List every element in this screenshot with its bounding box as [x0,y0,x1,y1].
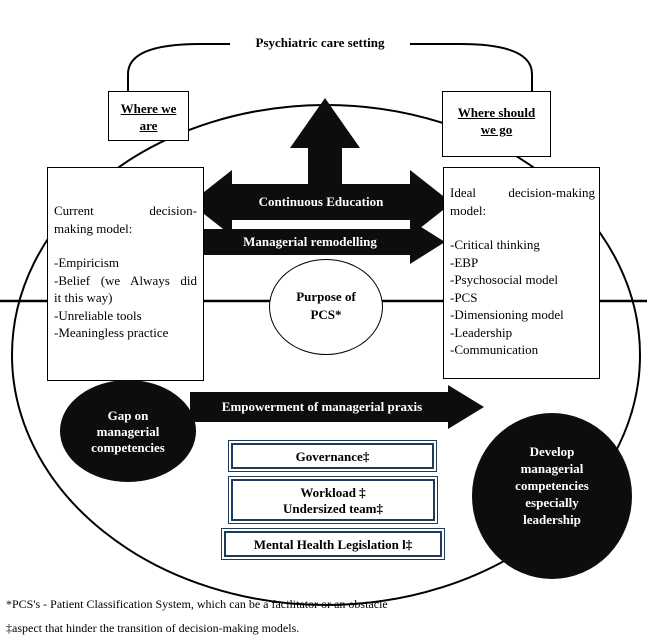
ideal-model-item: -Dimensioning model [450,307,564,322]
governance-barrier: Governance‡ [228,440,437,472]
gap-line3: competencies [91,440,165,455]
current-model-box: Current decision- making model: -Empiric… [47,167,204,381]
ideal-state-line2: we go [480,122,513,137]
education-arrow [190,98,452,236]
ideal-model-item: -PCS [450,289,478,305]
current-state-line2: are [139,118,158,133]
gap-circle: Gap on managerial competencies [60,380,196,482]
workload-line2: Undersized team‡ [282,501,383,516]
ideal-state-box: Where should we go [442,91,551,157]
develop-line3: competencies [515,478,589,493]
ideal-model-item: -Communication [450,342,539,357]
remodelling-arrow [204,220,445,264]
empowerment-arrow [190,385,484,429]
setting-label: Psychiatric care setting [230,35,410,51]
ideal-model-item: -EBP [450,254,479,270]
education-arrow-label: Continuous Education [258,194,384,209]
current-model-item: it this way) [54,290,113,305]
develop-line4: especially [525,495,579,510]
current-state-box: Where we are [108,91,189,141]
workload-line1: Workload ‡ [300,485,366,500]
current-model-item: -Unreliable tools [54,307,142,323]
ideal-model-item: -Critical thinking [450,237,540,252]
current-state-line1: Where we [120,101,177,116]
current-model-item: -Belief (we Always did [54,272,197,288]
workload-barrier: Workload ‡ Undersized team‡ [228,476,438,524]
ideal-model-box: Ideal decision-making model: -Critical t… [443,167,600,379]
empowerment-arrow-label: Empowerment of managerial praxis [221,399,423,414]
remodelling-arrow-label: Managerial remodelling [243,234,377,249]
purpose-line1: Purpose of [296,289,356,304]
ideal-model-heading-1: Ideal decision-making [450,185,595,200]
legislation-barrier: Mental Health Legislation l‡ [221,528,445,560]
current-model-item: -Empiricism [54,255,119,270]
current-model-heading-1: Current decision- [54,203,197,218]
purpose-circle: Purpose of PCS* [269,259,383,355]
ideal-state-line1: Where should [457,105,536,120]
gap-line2: managerial [96,424,160,439]
current-model-heading-2: making model: [54,220,133,236]
gap-line1: Gap on [107,408,149,423]
develop-line5: leadership [523,512,581,527]
develop-circle: Develop managerial competencies especial… [472,413,632,579]
current-model-item: -Meaningless practice [54,325,169,340]
footnote-pcs: *PCS's - Patient Classification System, … [6,597,388,611]
footnote-barrier: ‡aspect that hinder the transition of de… [6,621,300,635]
purpose-line2: PCS* [310,307,342,322]
ideal-model-item: -Psychosocial model [450,272,558,287]
ideal-model-item: -Leadership [450,324,513,340]
develop-line2: managerial [520,461,584,476]
ideal-model-heading-2: model: [450,202,487,218]
develop-line1: Develop [529,444,575,459]
setting-arch [127,43,533,92]
